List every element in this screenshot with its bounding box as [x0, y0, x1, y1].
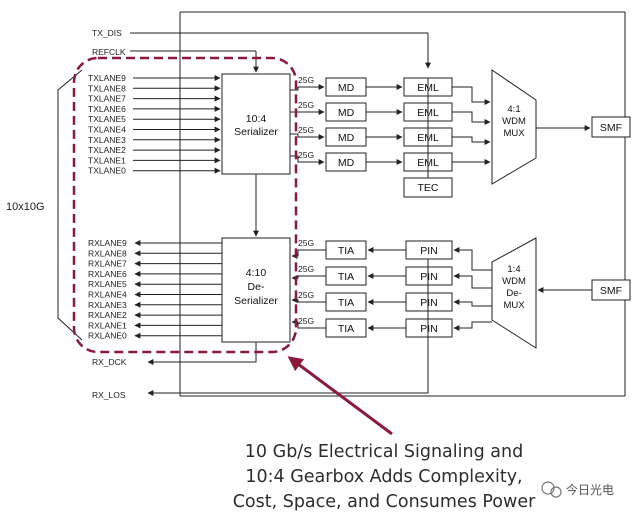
pin-label: PIN: [420, 271, 438, 283]
tx-lane-label: TXLANE9: [88, 73, 126, 83]
demux-to-pin-arrow: [453, 247, 492, 271]
tx-lane-label: TXLANE6: [88, 104, 126, 114]
rx-lane-label: RXLANE0: [88, 331, 127, 341]
rx-lane-label: RXLANE7: [88, 259, 127, 269]
tx-lane-label: TXLANE2: [88, 145, 126, 155]
tec-label: TEC: [418, 182, 439, 194]
caption-line-3: Cost, Space, and Consumes Power: [233, 492, 536, 512]
ser-to-md-arrow: [290, 133, 325, 140]
lane-bracket: [57, 69, 83, 341]
smf-tx-label: SMF: [600, 122, 622, 134]
deserializer-ratio: 4:10: [246, 267, 267, 279]
rx-rate-label: 25G: [298, 264, 314, 274]
serializer-ratio: 10:4: [246, 113, 267, 125]
rx-los-label: RX_LOS: [92, 390, 126, 400]
watermark-text: 今日光电: [566, 482, 614, 497]
tx-lane-label: TXLANE5: [88, 114, 126, 124]
tx-lane-group: TXLANE9TXLANE8TXLANE7TXLANE6TXLANE5TXLAN…: [88, 73, 221, 176]
ser-to-md-arrow: [290, 155, 325, 165]
rx-lane-label: RXLANE8: [88, 248, 127, 258]
pin-label: PIN: [420, 323, 438, 335]
tx-lane-label: TXLANE0: [88, 166, 126, 176]
tx-rate-label: 25G: [298, 100, 314, 110]
rx-rate-label: 25G: [298, 316, 314, 326]
caption-line-1: 10 Gb/s Electrical Signaling and: [245, 442, 523, 462]
rx-optical-chain: PIN TIA 25G PIN TIA 25G PIN TIA 25G PIN TIA 25G: [291, 238, 492, 343]
rx-lane-label: RXLANE1: [88, 320, 127, 330]
watermark: 今日光电: [541, 481, 614, 498]
tx-rate-label: 25G: [298, 75, 314, 85]
side-label: 10x10G: [6, 201, 45, 213]
md-label: MD: [338, 107, 355, 119]
md-label: MD: [338, 82, 355, 94]
tia-label: TIA: [338, 297, 354, 309]
tec-block: [403, 177, 453, 198]
mux-wdm: WDM: [502, 116, 526, 127]
md-label: MD: [338, 157, 355, 169]
rx-lane-label: RXLANE9: [88, 238, 127, 248]
deserializer-title-2: Serializer: [234, 295, 278, 307]
smf-rx-label: SMF: [600, 285, 622, 297]
tx-lane-label: TXLANE4: [88, 125, 126, 135]
demux-ratio: 1:4: [507, 264, 520, 275]
tx-lane-label: TXLANE7: [88, 94, 126, 104]
tia-to-deser-arrow: [291, 297, 326, 303]
tx-lane-label: TXLANE3: [88, 135, 126, 145]
mux-ratio: 4:1: [507, 104, 520, 115]
tx-rate-label: 25G: [298, 150, 314, 160]
pin-label: PIN: [420, 245, 438, 257]
tx-lane-label: TXLANE8: [88, 83, 126, 93]
serializer-block: [221, 73, 291, 175]
tx-lane-label: TXLANE1: [88, 155, 126, 165]
md-label: MD: [338, 132, 355, 144]
tia-label: TIA: [338, 245, 354, 257]
pin-label: PIN: [420, 297, 438, 309]
eml-to-mux-arrow: [452, 86, 491, 105]
demux-wdm: WDM: [502, 276, 526, 287]
rx-lane-label: RXLANE2: [88, 310, 127, 320]
demux-de: De-: [506, 288, 521, 299]
demux-to-pin-arrow: [453, 273, 492, 289]
caption-line-2: 10:4 Gearbox Adds Complexity,: [245, 467, 522, 487]
tx-dis-label: TX_DIS: [92, 28, 122, 38]
frame-lines: [179, 11, 626, 397]
rx-rate-label: 25G: [298, 290, 314, 300]
eml-to-mux-arrow: [452, 136, 491, 145]
ser-to-md-arrow: [290, 84, 325, 91]
refclk-label: REFCLK: [92, 47, 126, 57]
eml-to-mux-arrow: [452, 111, 491, 125]
smf-tx-block: [591, 116, 631, 138]
highlight-pointer-arrow: [287, 356, 393, 436]
rx-lane-label: RXLANE3: [88, 300, 127, 310]
rx-dck-label: RX_DCK: [92, 357, 127, 367]
mux-title: MUX: [503, 128, 525, 139]
wdm-mux: [491, 69, 537, 185]
demux-title: MUX: [503, 300, 525, 311]
demux-to-pin-arrow: [453, 299, 492, 307]
tia-label: TIA: [338, 323, 354, 335]
rx-los-line: [147, 343, 429, 396]
rx-dck-line: [147, 342, 257, 365]
watermark-icon-2: [550, 486, 562, 498]
rx-lane-label: RXLANE6: [88, 269, 127, 279]
rx-lane-label: RXLANE5: [88, 279, 127, 289]
tia-label: TIA: [338, 271, 354, 283]
wdm-demux: [491, 237, 537, 349]
rx-lane-group: RXLANE9RXLANE8RXLANE7RXLANE6RXLANE5RXLAN…: [88, 238, 222, 341]
rx-lane-label: RXLANE4: [88, 290, 127, 300]
deserializer-title-1: De-: [248, 281, 265, 293]
rx-rate-label: 25G: [298, 238, 314, 248]
highlight-region: [72, 56, 298, 354]
serializer-title: Serializer: [234, 126, 278, 138]
demux-to-pin-arrow: [453, 321, 492, 331]
tx-rate-label: 25G: [298, 125, 314, 135]
